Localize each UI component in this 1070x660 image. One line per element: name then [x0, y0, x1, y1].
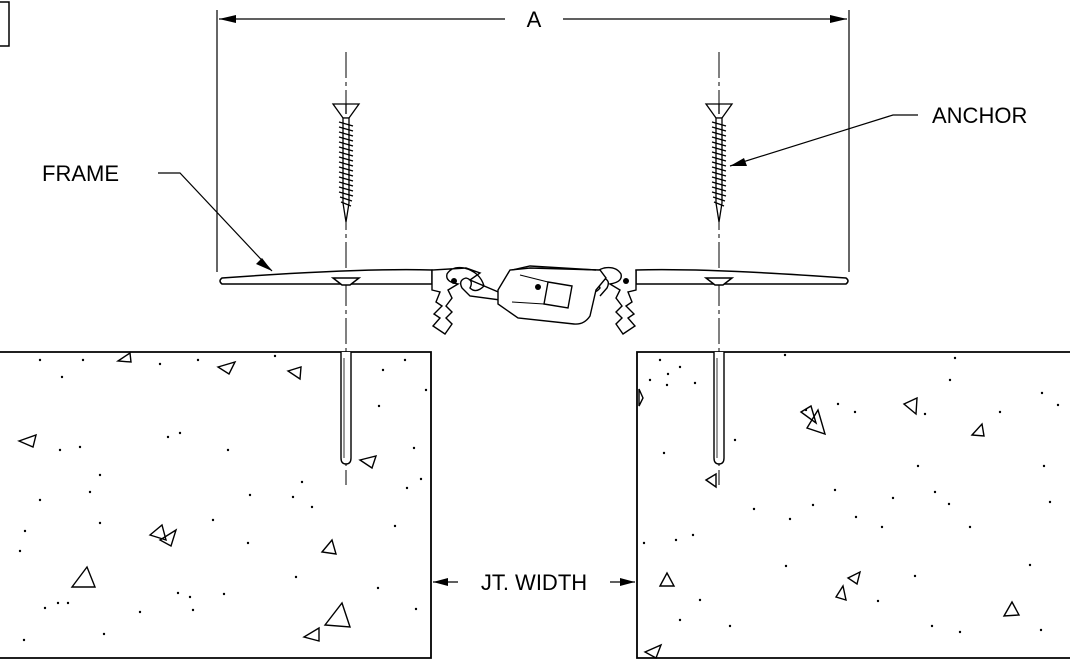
- arrowhead-left: [219, 15, 236, 23]
- concrete-slab-right: [636, 351, 1070, 659]
- dimension-a-label: A: [527, 7, 542, 32]
- anchor-sleeve-left: [340, 352, 352, 465]
- screw-right: [704, 103, 734, 223]
- concrete-slab-left: [0, 351, 432, 659]
- frame-plate-right: [635, 268, 849, 286]
- corner-frame-fragment: [0, 1, 10, 47]
- aggregate-left: [17, 351, 378, 642]
- anchor-leader: [729, 114, 918, 167]
- aggregate-right: [638, 388, 1021, 659]
- center-cover-mechanism: [431, 265, 637, 335]
- anchor-label: ANCHOR: [932, 103, 1027, 128]
- dimension-a: [216, 10, 850, 272]
- joint-width-dimension: [433, 578, 635, 586]
- screw-left: [331, 103, 361, 223]
- frame-label: FRAME: [42, 161, 119, 186]
- sand-dots-left: [18, 354, 428, 642]
- anchor-sleeve-right: [713, 352, 725, 465]
- frame-leader: [158, 172, 273, 272]
- frame-plate-left: [219, 268, 433, 286]
- joint-width-label: JT. WIDTH: [481, 570, 587, 595]
- arrowhead-right: [830, 15, 847, 23]
- sand-dots-right: [642, 353, 1060, 634]
